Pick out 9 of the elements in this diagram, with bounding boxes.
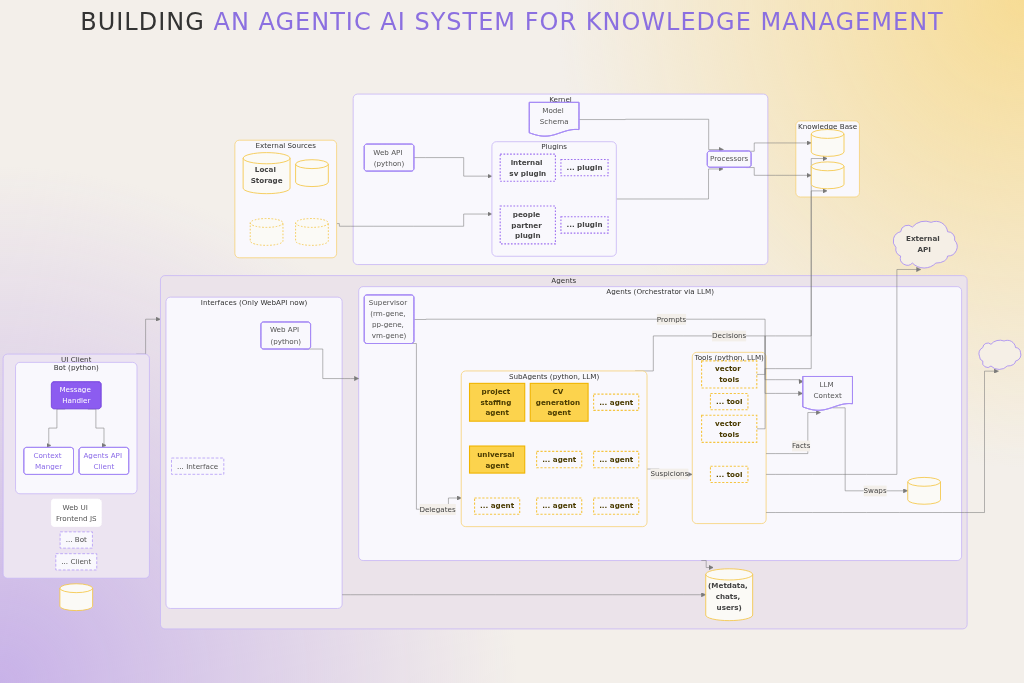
node-cloud — [978, 339, 1022, 370]
node-cylinder — [810, 161, 845, 190]
title: BUILDING AN AGENTIC AI SYSTEM FOR KNOWLEDGE MANAGEMENT — [80, 8, 944, 36]
node-cylinder — [907, 477, 941, 505]
node-cylinder — [249, 218, 284, 246]
node-cylinder — [59, 583, 94, 612]
node-cylinder — [810, 129, 845, 157]
node-cylinder — [295, 218, 329, 246]
node-cylinder — [295, 159, 329, 187]
